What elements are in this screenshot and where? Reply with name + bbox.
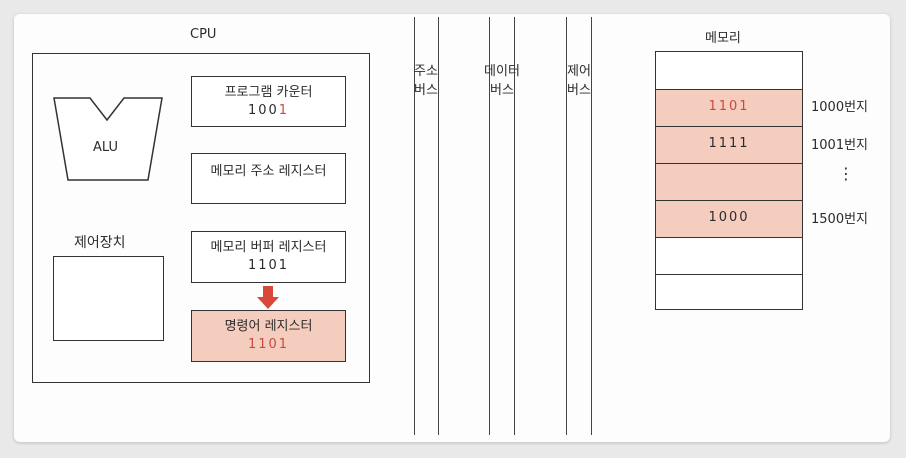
alu-trapezoid xyxy=(53,97,163,181)
memory-cell xyxy=(656,237,802,274)
address-bus-label: 주소 버스 xyxy=(404,62,448,100)
bus-label-line2: 버스 xyxy=(414,83,438,98)
memory-address-label: 1000번지 xyxy=(811,100,869,115)
control-unit-label: 제어장치 xyxy=(74,235,126,251)
data-bus-label: 데이터 버스 xyxy=(480,62,524,100)
memory-address-label: 1500번지 xyxy=(811,212,869,227)
register-name: 메모리 주소 레지스터 xyxy=(210,164,327,179)
control-bus-line-left xyxy=(566,17,567,435)
address-bus-line-right xyxy=(438,17,439,435)
data-bus-line-right xyxy=(514,17,515,435)
register-name: 명령어 레지스터 xyxy=(224,319,313,334)
control-bus-label: 제어 버스 xyxy=(557,62,601,100)
control-bus-line-right xyxy=(591,17,592,435)
bus-label-line1: 제어 xyxy=(567,64,591,79)
memory-cell xyxy=(656,274,802,308)
instruction-register: 명령어 레지스터 1101 xyxy=(191,310,346,362)
bus-label-line1: 주소 xyxy=(414,64,438,79)
register-value: 1001 xyxy=(247,103,290,118)
memory-cell: 1111 xyxy=(656,126,802,163)
memory-title: 메모리 xyxy=(705,31,741,46)
alu-shape xyxy=(53,97,163,181)
control-unit-box xyxy=(53,256,164,341)
bus-label-line2: 버스 xyxy=(490,83,514,98)
memory-address-label: 1001번지 xyxy=(811,138,869,153)
memory-cell: 1000 xyxy=(656,200,802,237)
address-bus-line-left xyxy=(414,17,415,435)
register-name: 메모리 버퍼 레지스터 xyxy=(210,240,327,255)
memory-cell: 1101 xyxy=(656,89,802,126)
memory-buffer-register: 메모리 버퍼 레지스터 1101 xyxy=(191,231,346,283)
cpu-title: CPU xyxy=(190,27,217,42)
down-arrow-icon xyxy=(257,286,279,309)
register-value: 1101 xyxy=(247,258,290,273)
program-counter-register: 프로그램 카운터 1001 xyxy=(191,76,346,127)
bus-label-line1: 데이터 xyxy=(484,64,520,79)
memory-cell xyxy=(656,163,802,200)
memory-column: 1101 1111 1000 xyxy=(655,51,803,310)
alu-label: ALU xyxy=(93,140,119,155)
register-value: 1101 xyxy=(247,337,290,352)
memory-address-register: 메모리 주소 레지스터 xyxy=(191,153,346,204)
memory-ellipsis: ⋮ xyxy=(838,164,854,183)
memory-cell xyxy=(656,52,802,89)
register-name: 프로그램 카운터 xyxy=(224,85,313,100)
data-bus-line-left xyxy=(489,17,490,435)
cpu-box xyxy=(32,53,370,383)
bus-label-line2: 버스 xyxy=(567,83,591,98)
